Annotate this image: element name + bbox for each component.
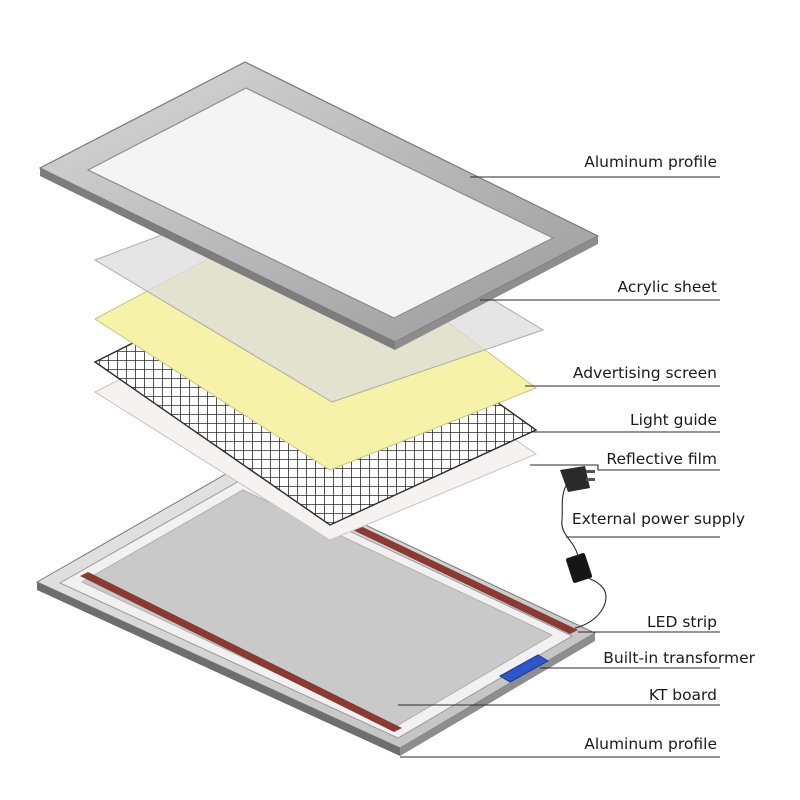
label-advertising-screen: Advertising screen [573,364,717,382]
power-plug [560,466,590,492]
label-reflective-film: Reflective film [606,450,717,468]
label-light-guide: Light guide [630,411,717,429]
leader-lines [398,176,720,758]
label-top-aluminum-profile: Aluminum profile [584,153,717,171]
label-kt-board: KT board [649,686,717,704]
label-bottom-aluminum-profile: Aluminum profile [584,735,717,753]
leader-reflective-film [530,464,720,471]
label-acrylic-sheet: Acrylic sheet [617,278,717,296]
component-labels: Aluminum profile Acrylic sheet Advertisi… [572,153,756,753]
led-strip-bottom [80,572,402,732]
power-adapter-box [565,553,593,583]
label-external-power-supply: External power supply [572,510,745,528]
built-in-transformer [498,654,550,683]
label-led-strip: LED strip [647,613,717,631]
external-power-supply-cable [560,466,607,629]
label-built-in-transformer: Built-in transformer [603,649,755,667]
top-aluminum-profile-frame [38,61,600,350]
